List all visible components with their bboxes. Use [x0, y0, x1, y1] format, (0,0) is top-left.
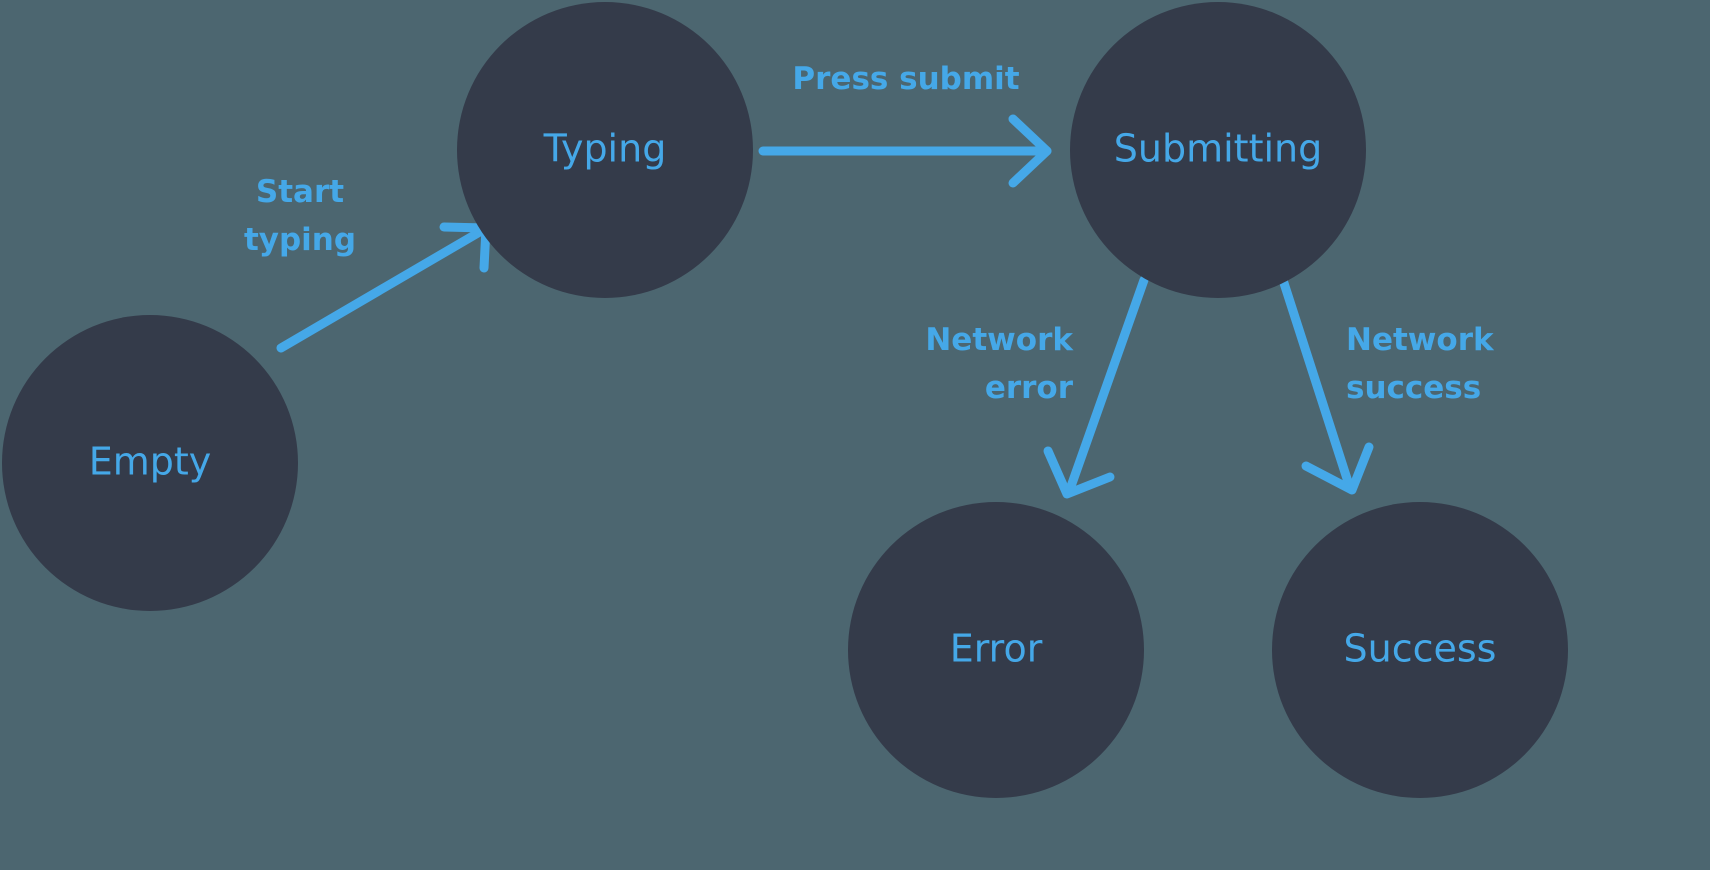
- edge-shaft-empty-to-typing: [276, 225, 488, 353]
- edge-label-line: typing: [244, 222, 356, 258]
- edge-label-line: Press submit: [792, 61, 1019, 97]
- edge-label-submitting-to-error: Network error: [925, 322, 1074, 406]
- state-circle-error[interactable]: [848, 502, 1144, 798]
- edge-shaft-submitting-to-error: [1064, 275, 1149, 497]
- edge-label-empty-to-typing: Start typing: [244, 174, 356, 258]
- edge-label-typing-to-submitting: Press submit: [792, 61, 1019, 97]
- state-label-success: Success: [1344, 627, 1497, 671]
- edge-label-submitting-to-success: Network success: [1346, 322, 1495, 406]
- state-label-submitting: Submitting: [1114, 127, 1322, 171]
- edge-submitting-to-error: [1043, 275, 1149, 499]
- edge-label-line: Network: [925, 322, 1074, 358]
- state-label-typing: Typing: [543, 127, 667, 171]
- state-node-empty[interactable]: Empty: [2, 315, 298, 611]
- state-circle-success[interactable]: [1272, 502, 1568, 798]
- edge-shaft-submitting-to-success: [1278, 275, 1355, 493]
- state-label-empty: Empty: [89, 440, 212, 484]
- state-label-error: Error: [950, 627, 1043, 671]
- state-node-typing[interactable]: Typing: [457, 2, 753, 298]
- state-circle-typing[interactable]: [457, 2, 753, 298]
- arrowhead-icon: [1301, 442, 1374, 495]
- state-node-submitting[interactable]: Submitting: [1070, 2, 1366, 298]
- edge-label-line: error: [985, 370, 1074, 406]
- state-node-success[interactable]: Success: [1272, 502, 1568, 798]
- arrowhead-icon: [1043, 446, 1115, 499]
- edge-label-line: Network: [1346, 322, 1495, 358]
- edge-label-line: success: [1346, 370, 1481, 406]
- state-circle-submitting[interactable]: [1070, 2, 1366, 298]
- state-circle-empty[interactable]: [2, 315, 298, 611]
- arrowhead-icon: [1008, 114, 1052, 188]
- edge-submitting-to-success: [1278, 275, 1374, 495]
- state-node-error[interactable]: Error: [848, 502, 1144, 798]
- edge-label-line: Start: [256, 174, 344, 210]
- edge-typing-to-submitting: [758, 114, 1052, 188]
